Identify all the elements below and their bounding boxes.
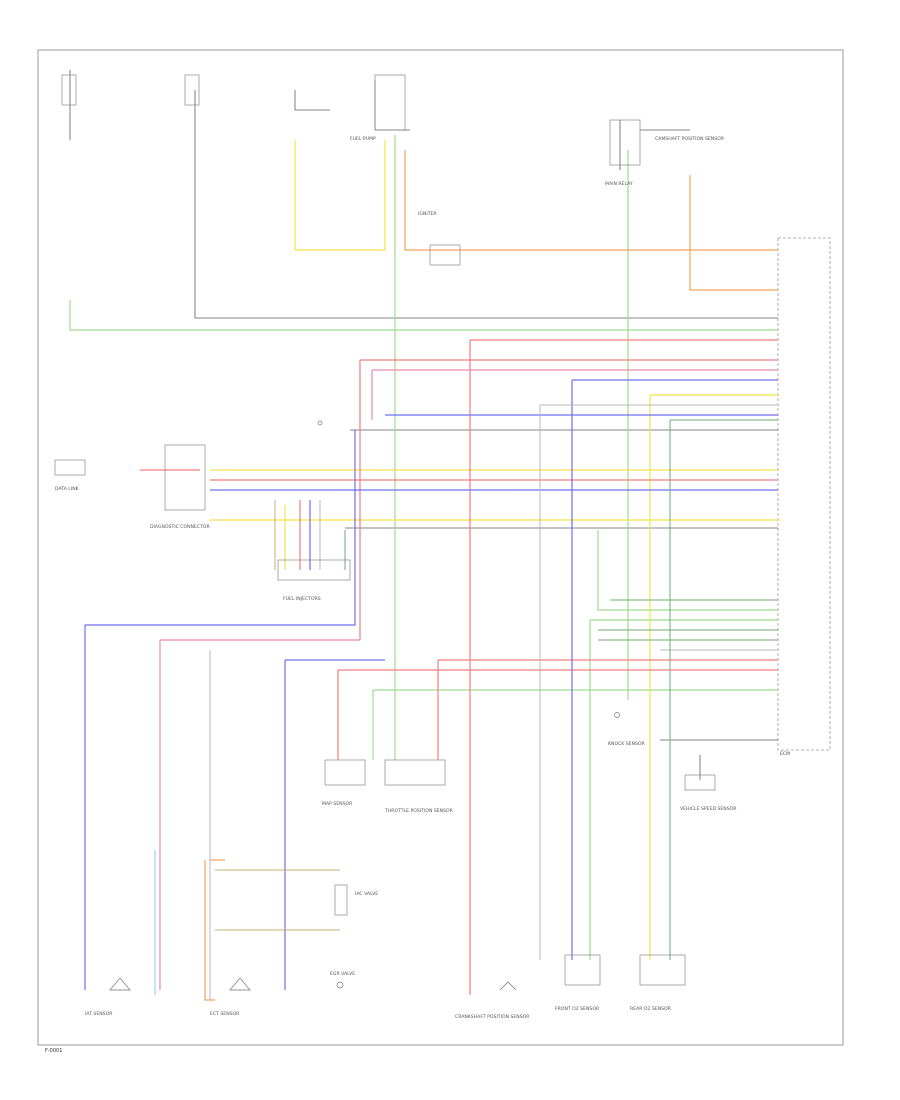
- relay-box-top: [374, 74, 406, 131]
- tp-sensor-box: [384, 759, 446, 786]
- diagram-frame: [37, 49, 844, 1046]
- o2-rear-label: REAR O2 SENSOR: [630, 1006, 672, 1012]
- fuel-pump-label: FUEL PUMP: [350, 136, 376, 142]
- iac-valve-box: [334, 884, 348, 916]
- tp-sensor-label: THROTTLE POSITION SENSOR: [384, 808, 454, 814]
- knock-sensor-label: KNOCK SENSOR: [608, 741, 646, 747]
- iat-sensor-label: IAT SENSOR: [85, 1011, 113, 1017]
- blue-wire-group: [84, 379, 778, 990]
- black-wire-group: [69, 70, 778, 780]
- map-sensor-label: MAP SENSOR: [322, 801, 353, 807]
- dark-green-wire-group: [344, 419, 778, 960]
- pink-wire-group: [159, 369, 778, 990]
- fuse-box-top-mid: [184, 74, 200, 106]
- vss-label: VEHICLE SPEED SENSOR: [680, 806, 737, 812]
- igniter-box: [429, 244, 461, 266]
- ground-symbols: [109, 420, 620, 991]
- map-sensor-box: [324, 759, 366, 786]
- red-wire-group: [140, 339, 778, 995]
- injectors-label: FUEL INJECTORS: [283, 596, 321, 602]
- o2-front-label: FRONT O2 SENSOR: [555, 1006, 600, 1012]
- igniter-label: IGNITER: [418, 211, 437, 217]
- diag-connector-label: DIAGNOSTIC CONNECTOR: [150, 524, 211, 530]
- tan-wire-group: [215, 500, 340, 931]
- yellow-wire-group: [210, 140, 778, 960]
- iac-valve-label: IAC VALVE: [355, 891, 378, 897]
- component-boxes: [54, 74, 716, 986]
- main-relay-label: MAIN RELAY: [605, 181, 633, 187]
- o2-front-box: [564, 954, 601, 986]
- data-link-label: DATA LINK: [55, 486, 80, 492]
- data-link-connector: [54, 459, 86, 476]
- ecm-block: ECM: [777, 237, 831, 757]
- ect-sensor-label: ECT SENSOR: [210, 1011, 240, 1017]
- orange-wire-group: [204, 150, 778, 1001]
- diag-switch-box: [164, 444, 206, 511]
- component-labels: IGNITER DATA LINK DIAGNOSTIC CONNECTOR M…: [55, 136, 737, 1020]
- ecm-label: ECM: [780, 751, 790, 757]
- green-wire-group: [69, 135, 778, 960]
- fuse-box-top-left: [61, 74, 77, 106]
- footer-code: F-0001: [45, 1048, 62, 1054]
- o2-rear-box: [639, 954, 686, 986]
- gray-wire-group: [209, 404, 778, 1000]
- cam-sensor-label: CAMSHAFT POSITION SENSOR: [655, 136, 725, 142]
- crank-sensor-label: CRANKSHAFT POSITION SENSOR: [455, 1014, 530, 1020]
- injector-connector: [277, 559, 351, 581]
- egr-valve-label: EGR VALVE: [330, 971, 355, 977]
- vss-box: [684, 774, 716, 791]
- main-relay-box: [609, 119, 641, 166]
